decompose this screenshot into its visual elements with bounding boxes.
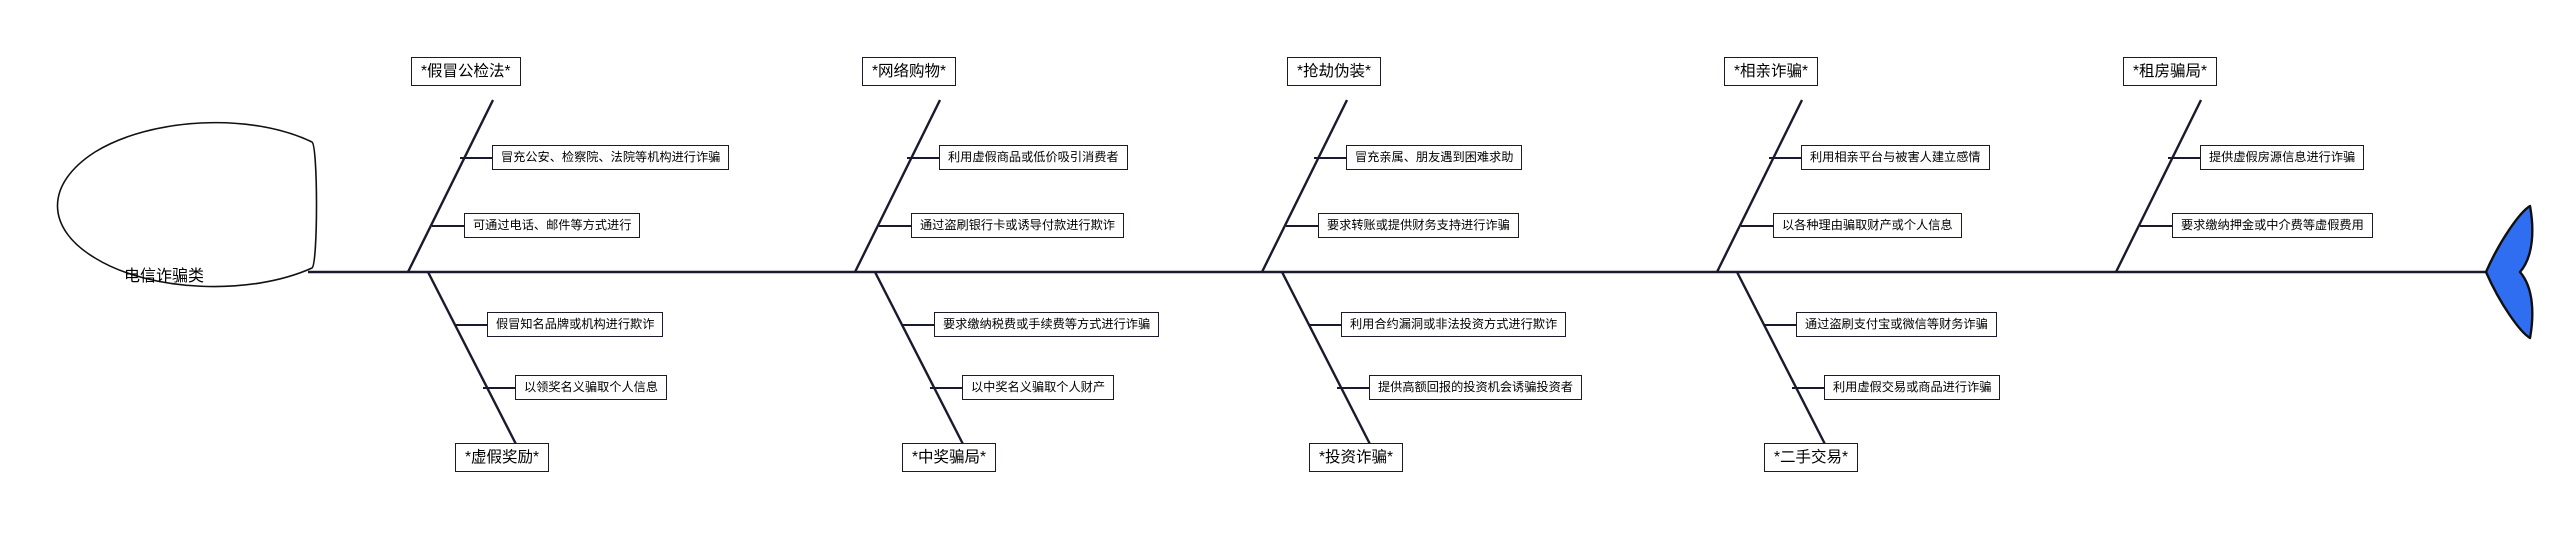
fish-tail-shape xyxy=(2484,204,2534,340)
bone-bottom-1 xyxy=(426,271,522,453)
category-box-top-1[interactable]: *假冒公检法* xyxy=(411,57,521,86)
sub-item-box-top-3-1[interactable]: 冒充亲属、朋友遇到困难求助 xyxy=(1346,145,1523,170)
sub-item-box-top-5-1[interactable]: 提供虚假房源信息进行诈骗 xyxy=(2200,145,2365,170)
bone-top-5 xyxy=(2114,99,2203,273)
sub-item-box-top-4-2[interactable]: 以各种理由骗取财产或个人信息 xyxy=(1773,213,1962,238)
sub-item-box-top-2-1[interactable]: 利用虚假商品或低价吸引消费者 xyxy=(939,145,1128,170)
category-box-bottom-4[interactable]: *二手交易* xyxy=(1764,443,1859,472)
category-box-top-3[interactable]: *抢劫伪装* xyxy=(1287,57,1382,86)
sub-item-box-top-3-2[interactable]: 要求转账或提供财务支持进行诈骗 xyxy=(1318,213,1519,238)
sub-item-box-bottom-3-2[interactable]: 提供高额回报的投资机会诱骗投资者 xyxy=(1369,375,1582,400)
category-box-bottom-3[interactable]: *投资诈骗* xyxy=(1309,443,1404,472)
category-box-bottom-1[interactable]: *虚假奖励* xyxy=(455,443,550,472)
sub-item-box-top-2-2[interactable]: 通过盗刷银行卡或诱导付款进行欺诈 xyxy=(911,213,1124,238)
bone-top-4 xyxy=(1715,99,1804,273)
sub-item-box-top-4-1[interactable]: 利用相亲平台与被害人建立感情 xyxy=(1801,145,1990,170)
bone-top-1 xyxy=(406,99,495,273)
bone-bottom-4 xyxy=(1735,271,1831,453)
category-box-top-4[interactable]: *相亲诈骗* xyxy=(1724,57,1819,86)
bone-top-2 xyxy=(853,99,942,273)
category-box-top-2[interactable]: *网络购物* xyxy=(862,57,957,86)
fish-head-shape xyxy=(56,121,318,288)
sub-item-box-bottom-4-2[interactable]: 利用虚假交易或商品进行诈骗 xyxy=(1824,375,2001,400)
sub-item-box-bottom-1-2[interactable]: 以领奖名义骗取个人信息 xyxy=(515,375,668,400)
sub-item-box-top-1-1[interactable]: 冒充公安、检察院、法院等机构进行诈骗 xyxy=(492,145,730,170)
category-box-bottom-2[interactable]: *中奖骗局* xyxy=(902,443,997,472)
sub-item-box-bottom-4-1[interactable]: 通过盗刷支付宝或微信等财务诈骗 xyxy=(1796,312,1997,337)
sub-item-box-bottom-3-1[interactable]: 利用合约漏洞或非法投资方式进行欺诈 xyxy=(1341,312,1567,337)
fish-head-label: 电信诈骗类 xyxy=(124,268,205,285)
category-box-top-5[interactable]: *租房骗局* xyxy=(2123,57,2218,86)
bone-top-3 xyxy=(1260,99,1349,273)
sub-item-box-bottom-2-2[interactable]: 以中奖名义骗取个人财产 xyxy=(962,375,1115,400)
sub-item-box-top-1-2[interactable]: 可通过电话、邮件等方式进行 xyxy=(464,213,641,238)
bone-bottom-2 xyxy=(873,271,969,453)
sub-item-box-bottom-2-1[interactable]: 要求缴纳税费或手续费等方式进行诈骗 xyxy=(934,312,1160,337)
bone-bottom-3 xyxy=(1280,271,1376,453)
sub-item-box-bottom-1-1[interactable]: 假冒知名品牌或机构进行欺诈 xyxy=(487,312,664,337)
sub-item-box-top-5-2[interactable]: 要求缴纳押金或中介费等虚假费用 xyxy=(2172,213,2373,238)
